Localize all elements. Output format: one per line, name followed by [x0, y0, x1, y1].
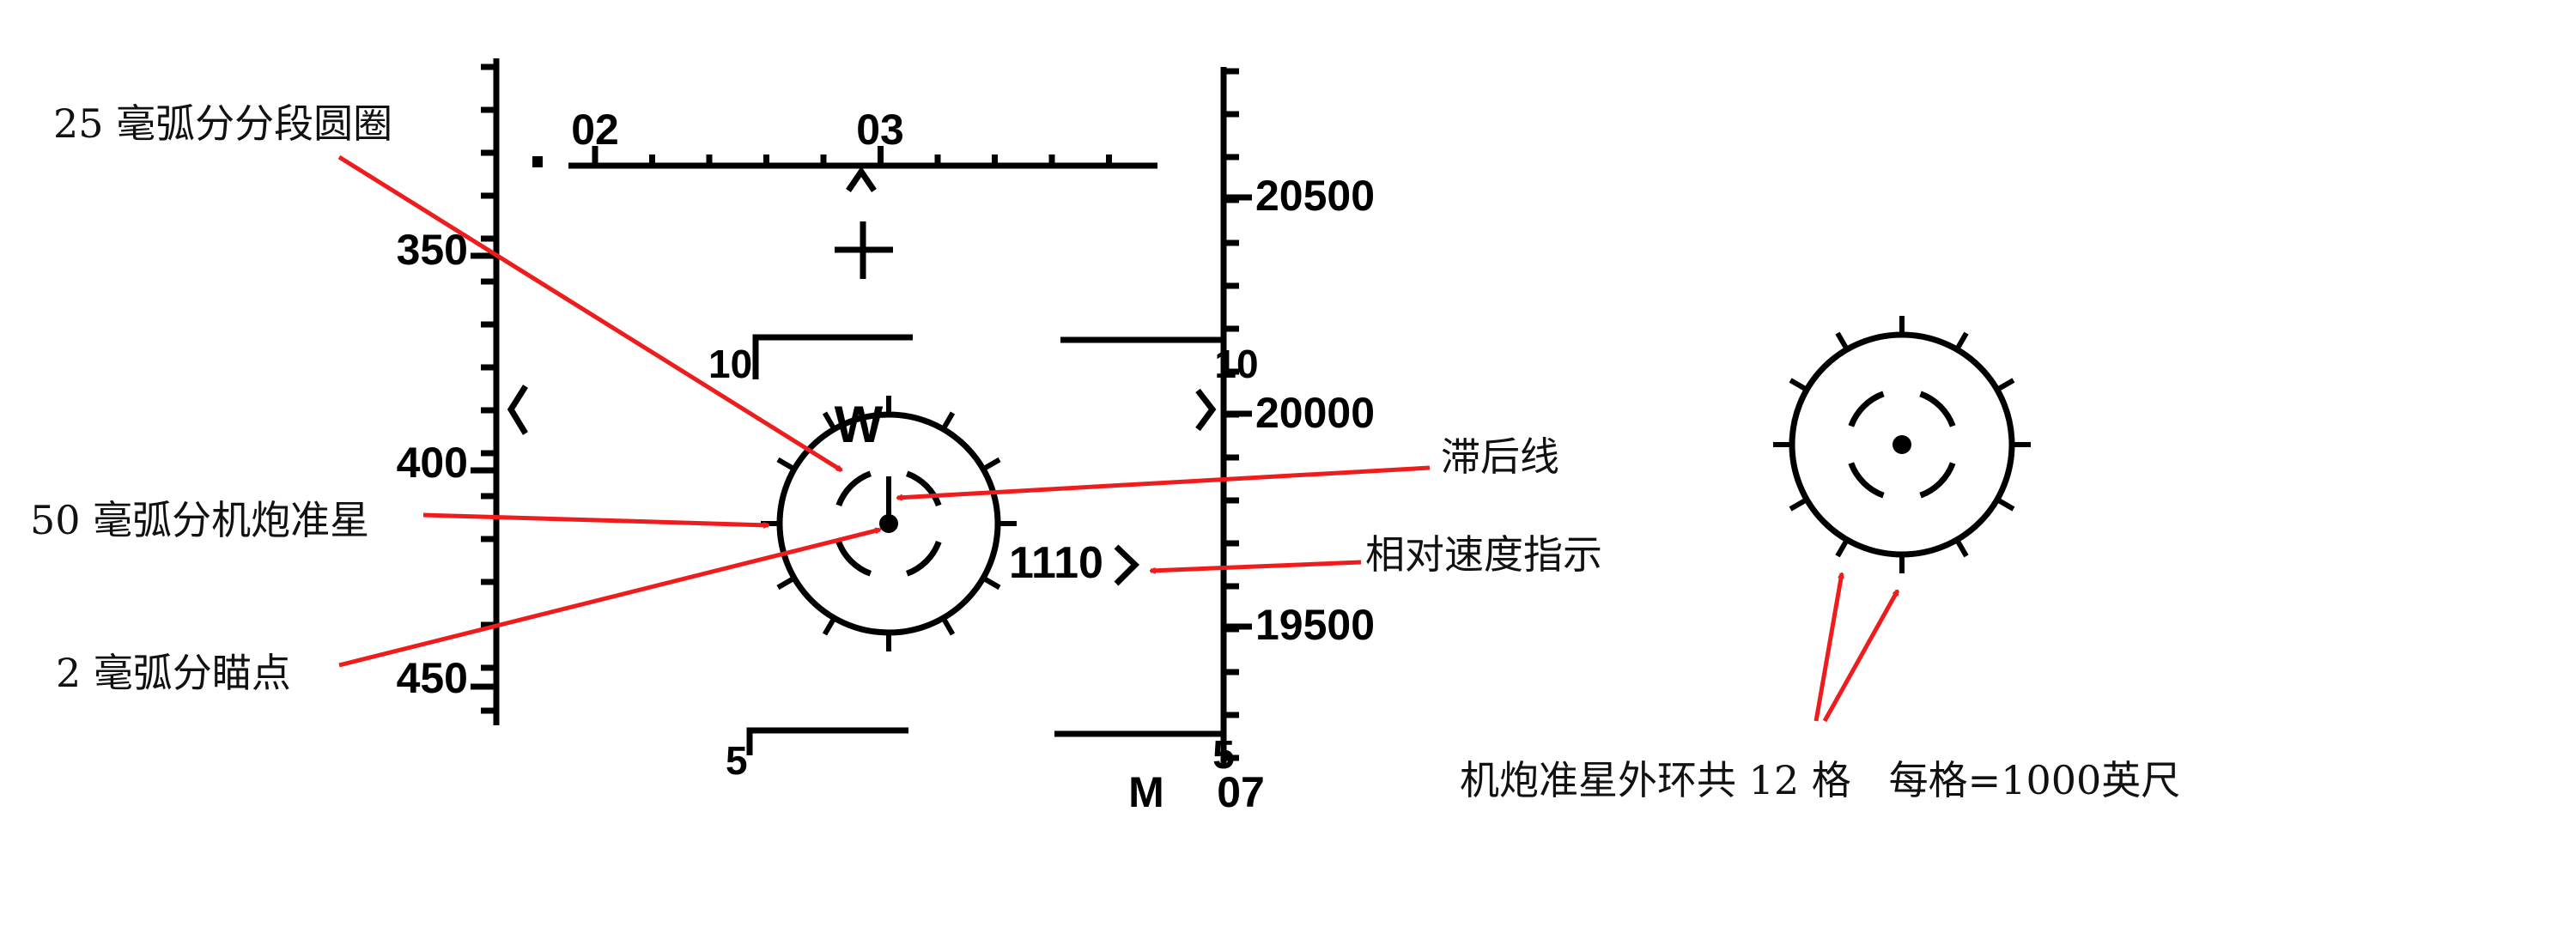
bottom-right-value: 07: [1217, 768, 1265, 816]
range-tick: [822, 411, 837, 431]
range-tick: [981, 575, 1001, 591]
pitch-bar-5-left: [746, 727, 908, 755]
heading-tape: 02 03: [532, 106, 1157, 192]
pitch-label-10-left: 10: [708, 342, 752, 386]
inner-circle-segment: [835, 470, 872, 507]
airspeed-minor-ticks: [471, 64, 496, 714]
inner-circle-segment: [835, 540, 872, 577]
mode-letter: M: [1128, 768, 1164, 816]
range-tick: [1996, 497, 2015, 512]
reticle-range-ticks: [761, 396, 1017, 651]
inner-circle-segment: [1848, 462, 1885, 499]
airspeed-caret-icon: [507, 385, 528, 435]
altitude-label-20500: 20500: [1255, 172, 1375, 220]
arrow-gun-reticle: [422, 512, 769, 525]
arrow-closure-indicator: [1151, 560, 1362, 571]
range-tick: [940, 616, 956, 636]
heading-ticks: [592, 146, 1112, 166]
label-gun-reticle: 50 毫弧分机炮准星: [30, 497, 369, 543]
arrow-lag-line: [897, 465, 1431, 498]
label-aim-dot: 2 毫弧分瞄点: [56, 650, 291, 696]
altitude-label-20000: 20000: [1255, 389, 1375, 437]
airspeed-tape: 350 400 450: [397, 58, 528, 725]
label-ring-note: 机炮准星外环共 12 格 每格=1000英尺: [1460, 757, 2180, 803]
range-tick: [822, 616, 837, 636]
pitch-bar-5-right: [1054, 730, 1227, 760]
range-tick: [1954, 538, 1969, 558]
range-tick: [940, 411, 956, 431]
pitch-bar-10-left: [752, 334, 913, 379]
arrow-aim-dot: [338, 530, 880, 668]
closure-rate-caret-icon: [1114, 544, 1140, 586]
pitch-label-5-right: 5: [1212, 732, 1235, 777]
label-segmented-circle: 25 毫弧分分段圆圈: [53, 100, 392, 147]
label-lag-line: 滞后线: [1441, 433, 1559, 480]
heading-label-02: 02: [571, 106, 619, 154]
arrow-segmented-circle: [337, 154, 841, 473]
speed-label-400: 400: [397, 439, 468, 487]
boresight-cross-icon: [835, 221, 893, 279]
range-tick: [776, 575, 796, 591]
inner-circle-segment: [1848, 391, 1885, 427]
inner-circle-segment: [905, 470, 942, 507]
reference-reticle: [1773, 316, 2031, 573]
altitude-caret-icon: [1195, 388, 1217, 432]
pitch-bar-10-right: [1060, 336, 1227, 376]
pitch-label-5-left: 5: [726, 738, 748, 783]
speed-label-350: 350: [397, 226, 468, 274]
gun-reticle: [761, 396, 1017, 651]
reference-segmented-circle: [1848, 391, 1956, 499]
range-tick: [1996, 378, 2015, 392]
inner-circle-segment: [1919, 462, 1956, 499]
range-tick: [1789, 378, 1808, 392]
range-tick: [1835, 538, 1850, 558]
range-tick: [1789, 497, 1808, 512]
annotation-arrows: [337, 154, 1900, 723]
heading-dot: [532, 156, 543, 167]
range-tick: [1835, 331, 1850, 351]
arrow-ring-tick-b: [1822, 591, 1900, 723]
reference-pipper-dot: [1893, 435, 1911, 454]
reference-range-ticks: [1773, 316, 2031, 573]
range-tick: [1954, 331, 1969, 351]
inner-circle-segment: [905, 540, 942, 577]
pitch-ladder: 10 10 5 5: [708, 334, 1259, 783]
heading-caret-icon: [846, 166, 877, 192]
altitude-minor-ticks: [1224, 68, 1252, 761]
heading-label-03: 03: [856, 106, 904, 154]
speed-label-450: 450: [397, 654, 468, 702]
reticle-segmented-circle: [835, 470, 942, 577]
range-tick: [776, 457, 796, 472]
altitude-label-19500: 19500: [1255, 601, 1375, 649]
arrow-ring-tick-a: [1814, 573, 1842, 722]
closure-rate-value: 1110: [1009, 538, 1103, 588]
label-closure-indicator: 相对速度指示: [1365, 531, 1602, 578]
range-tick: [981, 457, 1001, 472]
inner-circle-segment: [1919, 391, 1956, 427]
pitch-label-10-right: 10: [1214, 342, 1258, 386]
altitude-tape: 20500 20000 19500: [1195, 67, 1375, 768]
